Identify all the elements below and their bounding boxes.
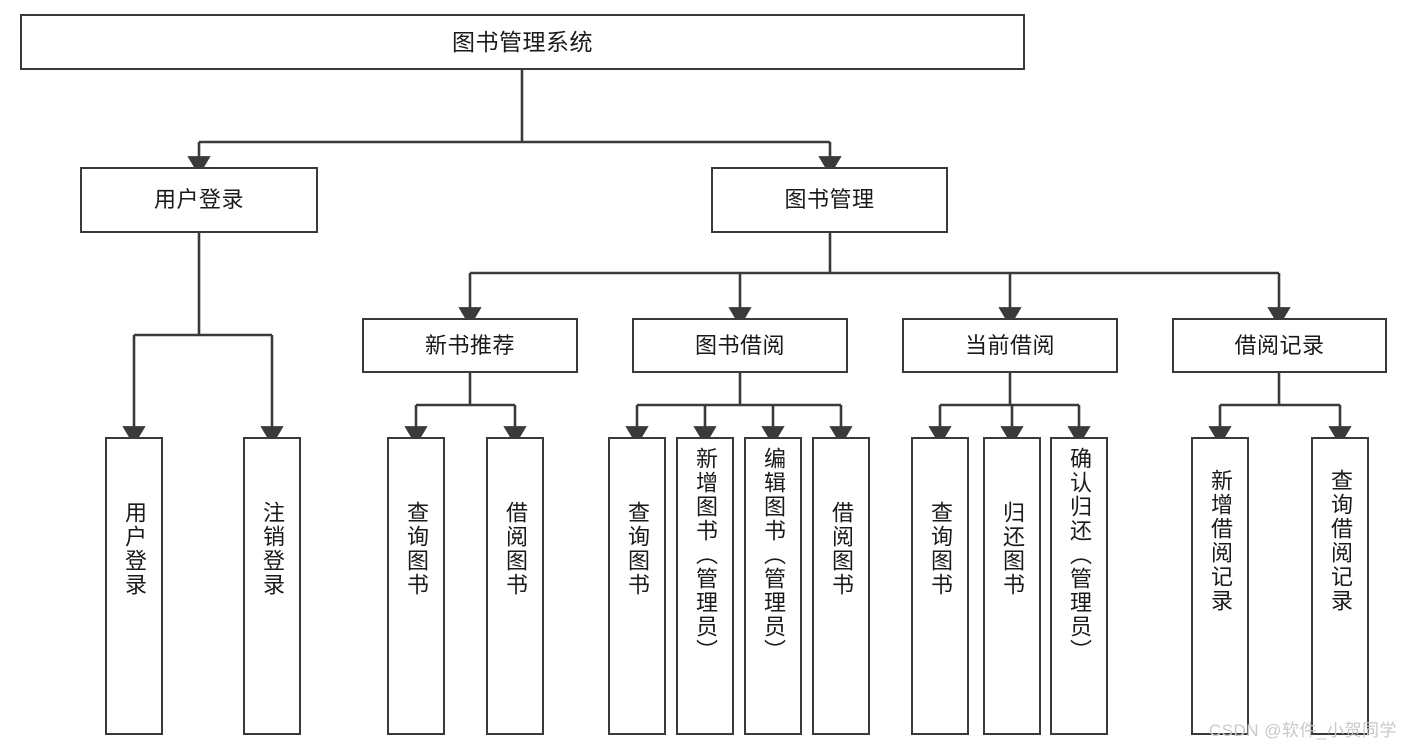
node-leaf-query-book-1[interactable]: 查询图书 bbox=[387, 437, 445, 735]
node-leaf-query-record-label: 查询借阅记录 bbox=[1328, 469, 1353, 613]
node-new-book-rec-label: 新书推荐 bbox=[424, 332, 515, 358]
node-leaf-confirm-return-label: 确认归还（管理员） bbox=[1067, 447, 1092, 663]
node-leaf-edit-book[interactable]: 编辑图书（管理员） bbox=[744, 437, 802, 735]
node-leaf-query-record[interactable]: 查询借阅记录 bbox=[1311, 437, 1369, 735]
node-leaf-borrow-book-2[interactable]: 借阅图书 bbox=[812, 437, 870, 735]
node-user-login[interactable]: 用户登录 bbox=[80, 167, 318, 233]
node-book-manage-label: 图书管理 bbox=[784, 187, 875, 213]
node-leaf-add-record-label: 新增借阅记录 bbox=[1208, 469, 1233, 613]
node-leaf-add-record[interactable]: 新增借阅记录 bbox=[1191, 437, 1249, 735]
node-leaf-add-book-label: 新增图书（管理员） bbox=[693, 447, 718, 663]
node-leaf-user-login[interactable]: 用户登录 bbox=[105, 437, 163, 735]
node-leaf-query-book-1-label: 查询图书 bbox=[404, 501, 429, 597]
node-leaf-add-book[interactable]: 新增图书（管理员） bbox=[676, 437, 734, 735]
node-leaf-return-book-label: 归还图书 bbox=[1000, 501, 1025, 597]
node-leaf-edit-book-label: 编辑图书（管理员） bbox=[761, 447, 786, 663]
node-leaf-query-book-2[interactable]: 查询图书 bbox=[608, 437, 666, 735]
node-leaf-query-book-3[interactable]: 查询图书 bbox=[911, 437, 969, 735]
node-new-book-rec[interactable]: 新书推荐 bbox=[362, 318, 578, 373]
node-leaf-user-logout-label: 注销登录 bbox=[260, 501, 285, 597]
watermark: CSDN @软件_小贺同学 bbox=[1208, 721, 1397, 740]
node-current-borrow-label: 当前借阅 bbox=[964, 332, 1055, 358]
node-leaf-borrow-book-1[interactable]: 借阅图书 bbox=[486, 437, 544, 735]
node-leaf-query-book-3-label: 查询图书 bbox=[928, 501, 953, 597]
node-leaf-confirm-return[interactable]: 确认归还（管理员） bbox=[1050, 437, 1108, 735]
node-book-borrow-label: 图书借阅 bbox=[694, 332, 785, 358]
node-book-manage[interactable]: 图书管理 bbox=[711, 167, 948, 233]
node-leaf-query-book-2-label: 查询图书 bbox=[625, 501, 650, 597]
node-leaf-return-book[interactable]: 归还图书 bbox=[983, 437, 1041, 735]
node-book-borrow[interactable]: 图书借阅 bbox=[632, 318, 848, 373]
node-user-login-label: 用户登录 bbox=[153, 187, 244, 213]
node-borrow-record-label: 借阅记录 bbox=[1234, 332, 1325, 358]
node-root-label: 图书管理系统 bbox=[452, 28, 593, 55]
node-leaf-user-login-label: 用户登录 bbox=[122, 501, 147, 597]
node-current-borrow[interactable]: 当前借阅 bbox=[902, 318, 1118, 373]
node-leaf-borrow-book-2-label: 借阅图书 bbox=[829, 501, 854, 597]
node-leaf-user-logout[interactable]: 注销登录 bbox=[243, 437, 301, 735]
node-leaf-borrow-book-1-label: 借阅图书 bbox=[503, 501, 528, 597]
node-root[interactable]: 图书管理系统 bbox=[20, 14, 1025, 70]
node-borrow-record[interactable]: 借阅记录 bbox=[1172, 318, 1387, 373]
